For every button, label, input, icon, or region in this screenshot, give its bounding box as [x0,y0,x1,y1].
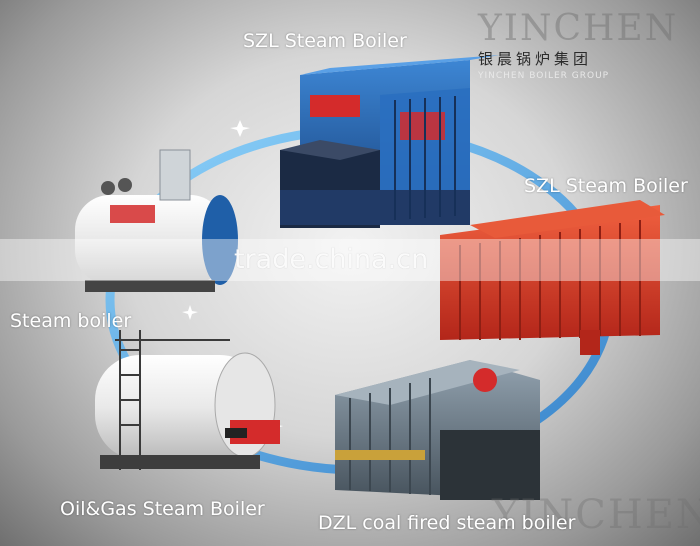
watermark-band [0,239,700,281]
brand-english-name: YINCHEN BOILER GROUP [478,71,610,81]
brand-logo: YINCHEN [478,8,679,49]
label-szl-top: SZL Steam Boiler [243,30,407,52]
szl-blue-boiler-image [280,55,500,228]
label-szl-right: SZL Steam Boiler [524,175,688,197]
szl-red-boiler-image [440,200,665,355]
oil-gas-steam-boiler-image [95,330,280,470]
label-steam-boiler: Steam boiler [10,310,132,332]
brand-chinese-name: 银晨锅炉集团 [478,50,593,68]
dzl-steam-boiler-image [335,360,540,500]
brand-watermark-bottom: YINCHEN [492,492,700,538]
watermark-text: trade.china.cn [234,244,429,275]
steam-boiler-image [75,149,238,292]
label-dzl-boiler: DZL coal fired steam boiler [318,512,576,534]
label-oil-gas-boiler: Oil&Gas Steam Boiler [60,498,265,520]
